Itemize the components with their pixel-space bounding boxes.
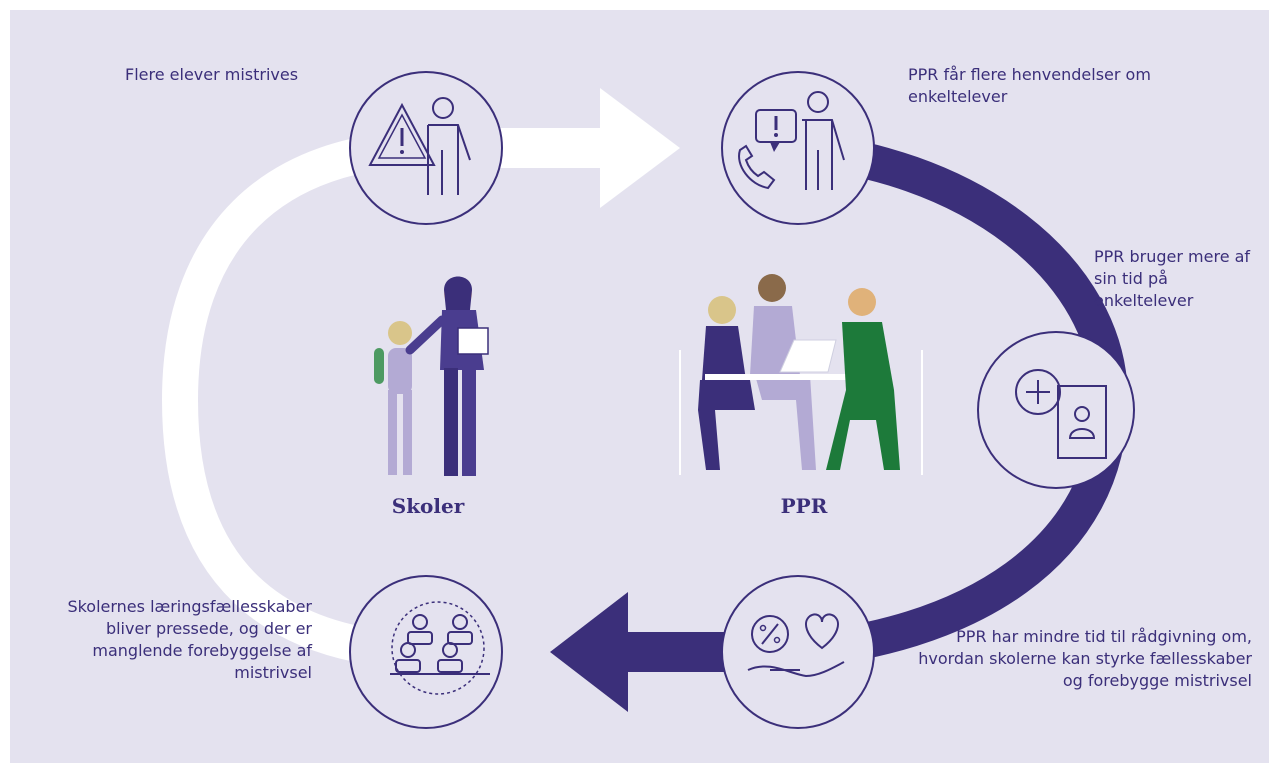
meeting-table-illustration: [679, 274, 923, 475]
arrow-left-icon: [550, 592, 725, 712]
arrow-right-icon: [500, 88, 680, 208]
percent-heart-hand-icon: [721, 575, 875, 729]
label-ppr-mindre-tid: PPR har mindre tid til rådgivning om, hv…: [918, 627, 1252, 690]
label-ppr-henvendelser: PPR får flere henvendelser om enkeltelev…: [908, 65, 1151, 106]
title-skoler: Skoler: [391, 494, 465, 518]
plus-profile-card-icon: [977, 331, 1135, 489]
title-ppr: PPR: [780, 494, 828, 518]
white-cycle-band: [161, 130, 436, 670]
phone-message-person-icon: [721, 71, 875, 225]
classroom-group-icon: [349, 575, 503, 729]
diagram-canvas: [161, 71, 1135, 729]
teacher-and-child-illustration: [374, 276, 489, 476]
warning-person-icon: [349, 71, 503, 225]
cycle-diagram: Flere elever mistrives PPR får flere hen…: [10, 10, 1269, 763]
label-skolernes: Skolernes læringsfællesskaber bliver pre…: [67, 597, 312, 682]
label-ppr-tid: PPR bruger mere af sin tid på enkeltelev…: [1094, 247, 1251, 310]
label-flere-elever: Flere elever mistrives: [125, 65, 299, 84]
